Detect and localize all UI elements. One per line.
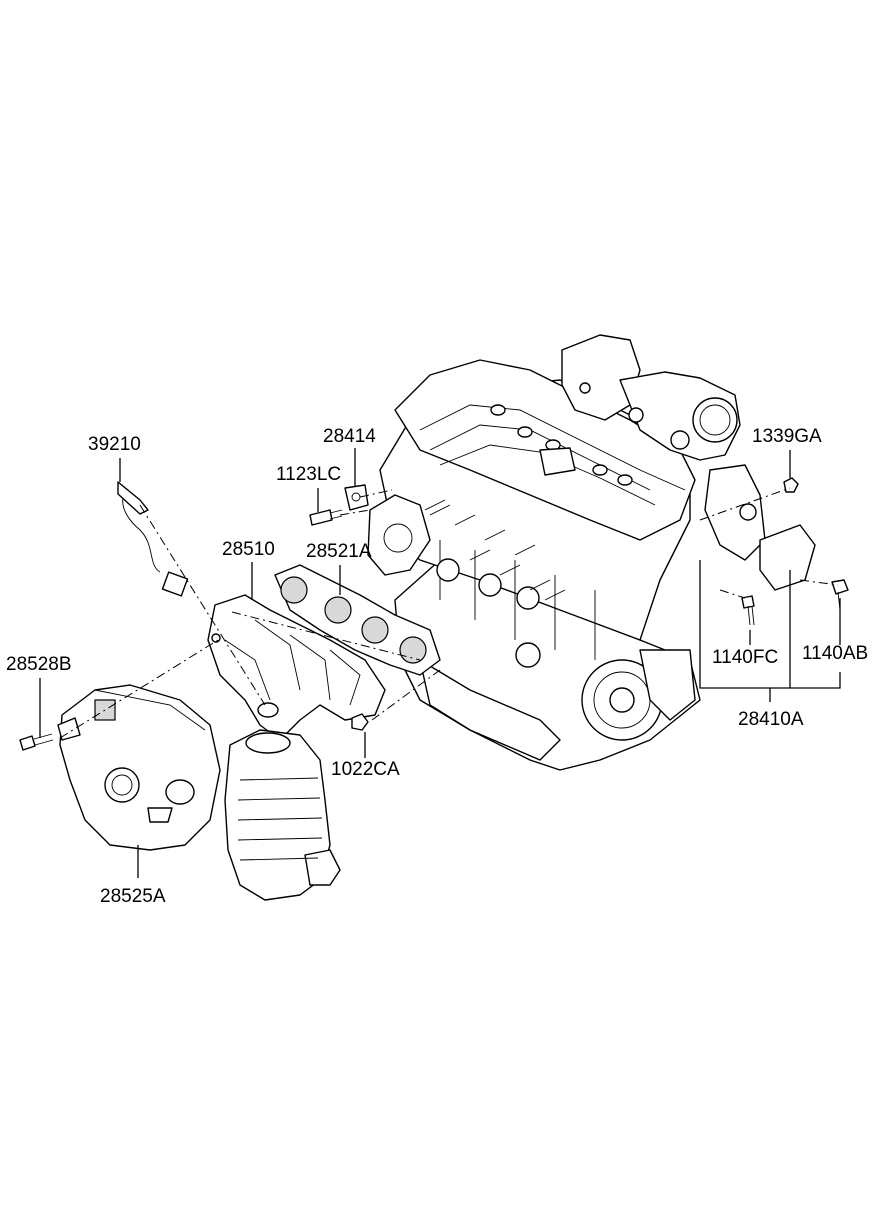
exhaust-manifold: [207, 594, 386, 741]
bolt-1123LC: [309, 509, 343, 526]
assembly-lines: [59, 487, 839, 739]
label-1140AB: 1140AB: [802, 643, 868, 664]
label-1339GA: 1339GA: [752, 426, 822, 447]
bolt-1140FC: [741, 595, 755, 626]
exhaust-manifold-gasket: [274, 564, 441, 676]
bolt-1140AB: [831, 579, 849, 611]
leader-lines: [39, 448, 841, 878]
label-28414: 28414: [323, 426, 376, 447]
label-28525A: 28525A: [100, 886, 166, 907]
catalytic-converter: [224, 729, 341, 901]
label-39210: 39210: [88, 434, 141, 455]
nut-1022CA: [351, 713, 369, 731]
plate-28414: [344, 484, 369, 511]
oxygen-sensor: [117, 481, 189, 597]
part-labels: 39210 28414 1123LC 28510 28521A 1339GA 2…: [6, 426, 868, 907]
label-1123LC: 1123LC: [276, 464, 341, 485]
heat-shield: [57, 684, 221, 851]
label-28510: 28510: [222, 539, 275, 560]
label-1140FC: 1140FC: [712, 647, 778, 668]
label-28410A: 28410A: [738, 709, 804, 730]
bolt-28528B: [19, 733, 54, 751]
label-28521A: 28521A: [306, 541, 372, 562]
label-1022CA: 1022CA: [331, 759, 400, 780]
nut-1339GA: [783, 477, 799, 493]
engine-assembly: [367, 334, 816, 771]
label-28528B: 28528B: [6, 654, 72, 675]
